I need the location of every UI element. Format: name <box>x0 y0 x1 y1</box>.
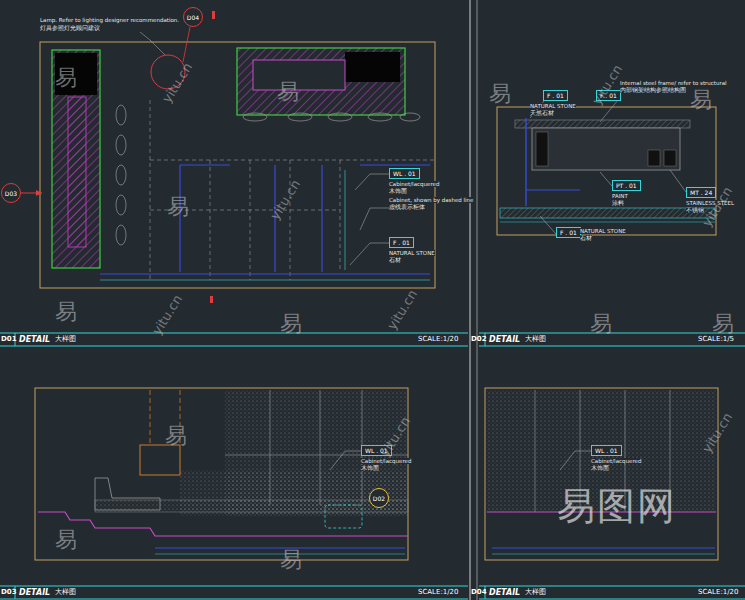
material-tag: WL . 01 <box>389 168 420 179</box>
title-text: DETAIL <box>489 335 520 344</box>
note-text: Internal steel frame/ refer to structura… <box>620 80 727 86</box>
note-text: Lamp. Refer to lighting designer recomme… <box>40 17 179 23</box>
drawing-number: D04 <box>471 588 487 597</box>
callout-circle: D02 <box>369 488 389 508</box>
material-tag: F . 01 <box>389 237 414 248</box>
watermark: 易 <box>489 82 511 106</box>
watermark: 易 <box>55 528 77 552</box>
watermark: 易 <box>277 80 299 104</box>
note-text: 涂料 <box>612 200 624 206</box>
material-tag: F . 01 <box>556 227 581 238</box>
callout-circle: D04 <box>183 7 203 27</box>
title-text: 大样图 <box>55 335 76 344</box>
watermark: 易 <box>165 424 187 448</box>
scale-text: SCALE:1/20 <box>698 588 739 597</box>
scale-text: SCALE:1/5 <box>698 335 734 344</box>
note-text: NATURAL STONE <box>580 228 626 234</box>
note-text: NATURAL STONE <box>389 250 435 256</box>
note-text: 虚线表示柜体 <box>389 204 425 210</box>
title-text: DETAIL <box>489 588 520 597</box>
tag-text: PT . 01 <box>616 182 637 189</box>
material-tag: WL . 01 <box>591 445 622 456</box>
tag-text: WL . 01 <box>393 170 416 177</box>
watermark: yitu.cn <box>268 178 303 223</box>
tag-text: F . 01 <box>393 239 410 246</box>
tag-text: D03 <box>5 190 17 197</box>
material-tag: MT . 24 <box>686 187 716 198</box>
note-text: 灯具参照灯光顾问建议 <box>40 25 100 31</box>
watermark: 易 <box>690 88 712 112</box>
watermark: 易 <box>55 300 77 324</box>
watermark: yitu.cn <box>385 288 420 333</box>
note-text: Cabinet/lacquered <box>389 181 439 187</box>
note-text: 木饰面 <box>389 188 407 194</box>
watermark: 易 <box>55 66 77 90</box>
note-text: 木饰面 <box>591 465 609 471</box>
scale-text: SCALE:1/20 <box>418 588 459 597</box>
tag-text: MT . 24 <box>690 189 712 196</box>
tag-text: F . 01 <box>560 229 577 236</box>
title-text: 大样图 <box>525 588 546 597</box>
material-tag: F . 01 <box>543 90 568 101</box>
note-text: 石材 <box>580 235 592 241</box>
note-text: 内部钢架结构参照结构图 <box>620 87 686 93</box>
note-text: 天然石材 <box>530 110 554 116</box>
watermark: 易 <box>167 195 189 219</box>
note-text: Cabinet/lacquered <box>591 458 641 464</box>
title-text: DETAIL <box>19 588 50 597</box>
note-text: Cabinet, shown by dashed line <box>389 197 473 203</box>
note-text: PAINT <box>612 193 628 199</box>
note-text: 石材 <box>389 257 401 263</box>
title-text: DETAIL <box>19 335 50 344</box>
tag-text: D02 <box>373 495 385 502</box>
material-tag: PT . 01 <box>612 180 641 191</box>
note-text: 木饰面 <box>361 465 379 471</box>
watermark: yitu.cn <box>160 61 195 106</box>
title-text: 大样图 <box>55 588 76 597</box>
scale-text: SCALE:1/20 <box>418 335 459 344</box>
drawing-number: D03 <box>1 588 17 597</box>
callout-circle: D03 <box>1 183 21 203</box>
watermark: 易图网 <box>557 486 677 526</box>
watermark: 易 <box>590 312 612 336</box>
drawing-number: D01 <box>1 335 17 344</box>
tag-text: WL . 01 <box>595 447 618 454</box>
note-text: Cabinet/lacquered <box>361 458 411 464</box>
tag-text: D04 <box>187 14 199 21</box>
watermark: yitu.cn <box>150 293 185 338</box>
note-text: NATURAL STONE <box>530 103 576 109</box>
watermark: 易 <box>280 312 302 336</box>
watermark: 易 <box>712 312 734 336</box>
note-text: 不锈钢 <box>686 207 704 213</box>
watermark: 易 <box>280 548 302 572</box>
title-text: 大样图 <box>525 335 546 344</box>
drawing-number: D02 <box>471 335 487 344</box>
tag-text: F . 01 <box>547 92 564 99</box>
